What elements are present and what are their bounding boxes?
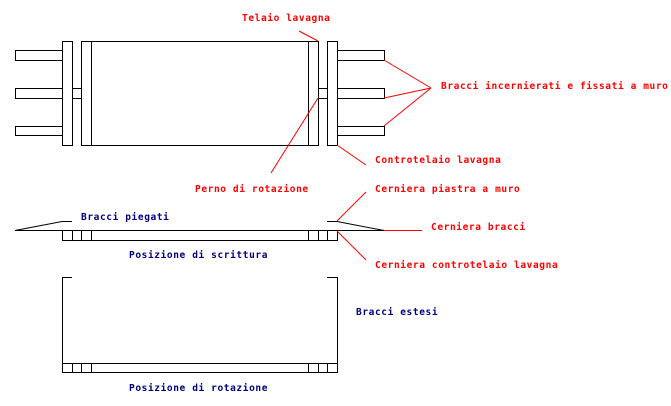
- left-arm-3: [15, 126, 63, 136]
- right-arm-2: [337, 88, 385, 99]
- right-arm-1: [337, 50, 385, 61]
- left-arm-2: [15, 88, 63, 99]
- right-arm-3: [337, 126, 385, 136]
- right-folded-arm: [327, 221, 385, 231]
- board-frame: [81, 41, 319, 146]
- label-bracci-incernierati: Bracci incernierati e fissati a muro: [441, 81, 669, 92]
- leader-lines: [270, 30, 432, 261]
- label-cerniera-controtelaio: Cerniera controtelaio lavagna: [375, 260, 558, 271]
- label-bracci-estesi: Bracci estesi: [356, 307, 438, 318]
- right-subframe: [327, 41, 338, 146]
- label-controtelaio: Controtelaio lavagna: [375, 155, 501, 166]
- right-extended-arm: [327, 277, 338, 364]
- label-posizione-scrittura: Posizione di scrittura: [129, 250, 268, 261]
- label-posizione-rotazione: Posizione di rotazione: [129, 383, 268, 394]
- label-bracci-piegati: Bracci piegati: [81, 212, 169, 223]
- left-folded-arm: [14, 221, 72, 231]
- left-pivot-pin: [72, 88, 82, 99]
- right-pivot-pin: [318, 88, 328, 99]
- plate: [62, 363, 338, 373]
- label-cerniera-bracci: Cerniera bracci: [431, 222, 526, 233]
- left-arm-1: [15, 50, 63, 61]
- rotation-position-view: [62, 277, 338, 373]
- writing-position-view: [14, 221, 385, 241]
- left-subframe: [62, 41, 73, 146]
- label-cerniera-piastra: Cerniera piastra a muro: [375, 184, 520, 195]
- label-perno: Perno di rotazione: [195, 184, 309, 195]
- label-telaio: Telaio lavagna: [242, 13, 330, 24]
- plate: [62, 230, 338, 241]
- left-extended-arm: [62, 277, 72, 364]
- top-view: [15, 41, 385, 146]
